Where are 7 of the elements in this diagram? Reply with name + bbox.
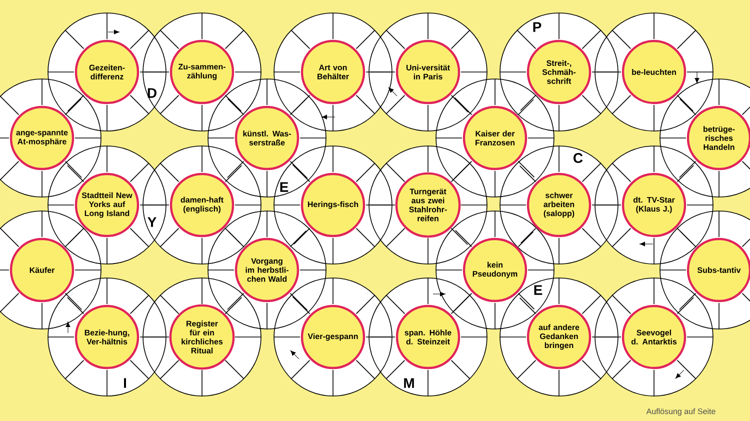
letter: Y: [148, 217, 156, 227]
letter: E: [534, 285, 542, 295]
letter: C: [574, 153, 583, 163]
letter: E: [280, 182, 288, 192]
letter: D: [148, 88, 156, 98]
letter: M: [404, 378, 414, 388]
footnote: Auflösung auf Seite: [646, 408, 716, 416]
